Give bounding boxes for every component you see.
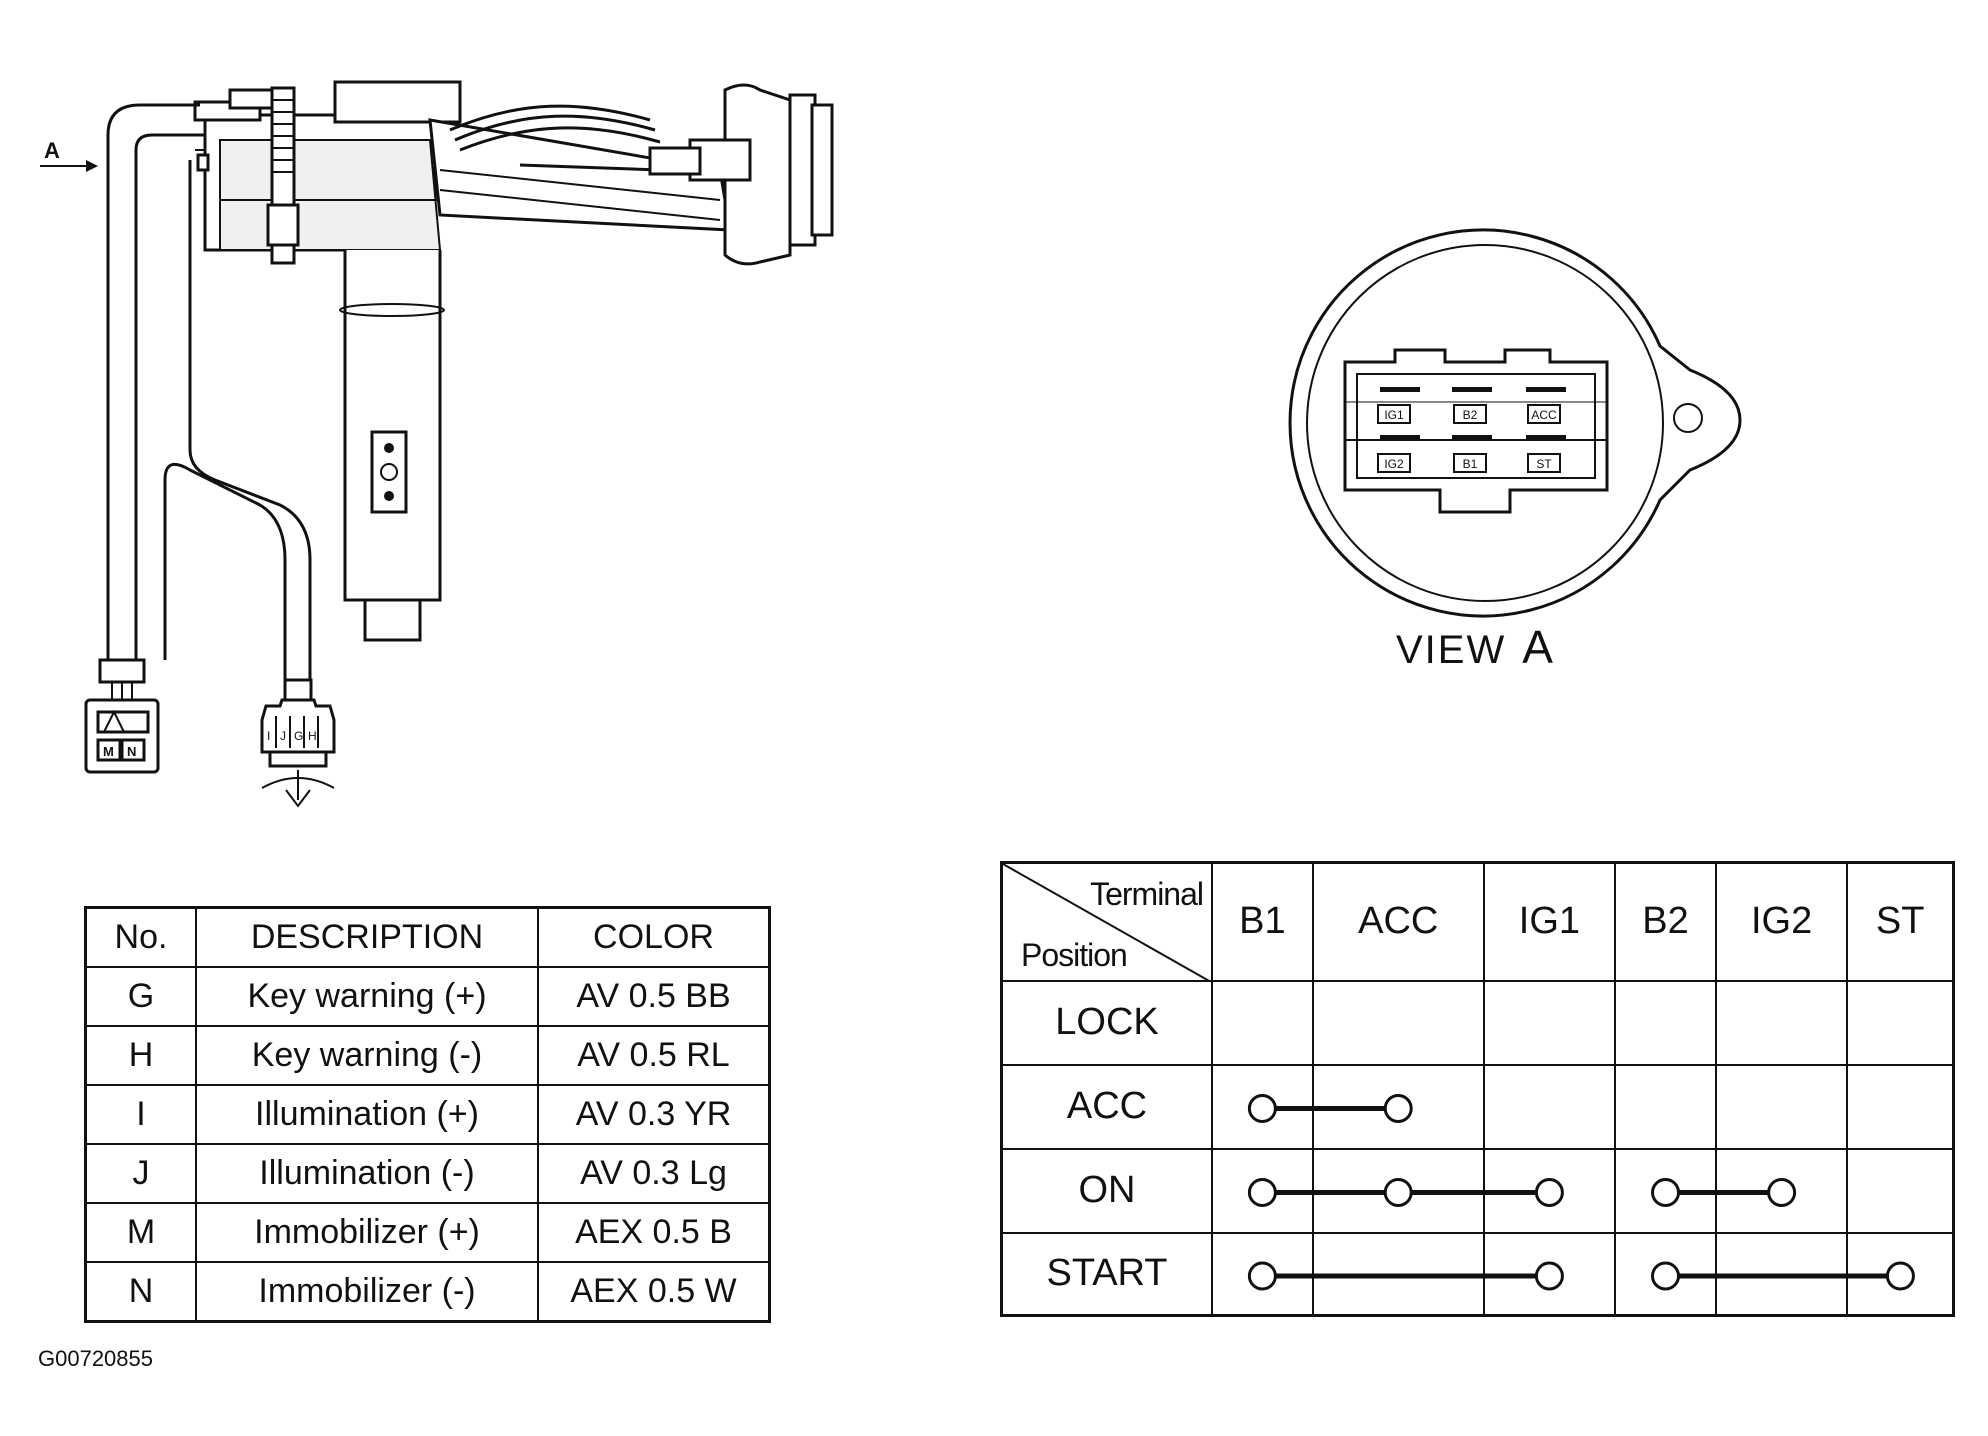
position-label: LOCK <box>1000 979 1213 1066</box>
cell-color: AEX 0.5 W <box>537 1261 771 1323</box>
arrow-label: A <box>44 138 60 163</box>
terminal-header: ACC <box>1311 861 1485 982</box>
continuity-point <box>1534 1178 1564 1207</box>
continuity-point <box>1247 1178 1277 1207</box>
table-row: M Immobilizer (+) AEX 0.5 B <box>84 1202 771 1263</box>
position-label: ON <box>1000 1147 1213 1234</box>
header-color: COLOR <box>537 906 771 968</box>
continuity-point <box>1651 1261 1681 1291</box>
connector2-pin-i: I <box>267 729 270 743</box>
switch-column <box>339 250 445 642</box>
cell-color: AEX 0.5 B <box>537 1202 771 1263</box>
cell-no: I <box>84 1084 197 1145</box>
cell-no: J <box>84 1143 197 1204</box>
connector-pin-m: M <box>103 744 114 759</box>
corner-diagonal <box>1003 864 1211 982</box>
terminal-header: B1 <box>1211 861 1314 982</box>
continuity-point <box>1383 1178 1413 1207</box>
cell-description: Key warning (+) <box>195 966 539 1027</box>
view-a-label: VIEW A <box>1396 620 1555 674</box>
cell-no: M <box>84 1202 197 1263</box>
terminal-label-b1: B1 <box>1463 457 1478 471</box>
cell-color: AV 0.3 YR <box>537 1084 771 1145</box>
view-label-letter: A <box>1522 621 1555 673</box>
terminal-label-ig2: IG2 <box>1384 457 1404 471</box>
terminal-header: B2 <box>1614 861 1717 982</box>
cell-description: Immobilizer (+) <box>195 1202 539 1263</box>
cell-color: AV 0.5 RL <box>537 1025 771 1086</box>
table-row: H Key warning (-) AV 0.5 RL <box>84 1025 771 1086</box>
position-row: ON <box>1000 1147 1955 1234</box>
corner-position-label: Position <box>1021 936 1128 973</box>
terminal-header: ST <box>1846 861 1955 982</box>
continuity-point <box>1767 1178 1797 1207</box>
wire-table-header: No. DESCRIPTION COLOR <box>84 906 771 968</box>
figure-id: G00720855 <box>38 1346 153 1371</box>
table-row: N Immobilizer (-) AEX 0.5 W <box>84 1261 771 1323</box>
cell-description: Key warning (-) <box>195 1025 539 1086</box>
switch-table-header: Terminal Position B1 ACC IG1 B2 IG2 ST <box>1000 861 1955 982</box>
cell-no: H <box>84 1025 197 1086</box>
connector2-pin-h: H <box>308 729 317 743</box>
connector2-pin-j: J <box>280 729 286 743</box>
position-label: START <box>1000 1231 1213 1317</box>
header-description: DESCRIPTION <box>195 906 539 968</box>
terminal-header: IG1 <box>1482 861 1617 982</box>
view-a-connector: IG1 B2 ACC IG2 B1 ST <box>1343 348 1609 514</box>
terminal-label-ig1: IG1 <box>1384 408 1404 422</box>
corner-terminal-label: Terminal <box>1090 876 1204 912</box>
table-row: J Illumination (-) AV 0.3 Lg <box>84 1143 771 1204</box>
continuity-point <box>1247 1094 1277 1123</box>
switch-continuity-table: Terminal Position B1 ACC IG1 B2 IG2 ST L… <box>1000 861 1955 1317</box>
view-label-text: VIEW <box>1396 628 1507 672</box>
terminal-label-st: ST <box>1536 457 1552 471</box>
connector2-pin-g: G <box>294 729 303 743</box>
harness-immobilizer: M N <box>84 103 205 774</box>
terminal-header: IG2 <box>1714 861 1849 982</box>
continuity-point <box>1247 1261 1277 1291</box>
wire-color-table: No. DESCRIPTION COLOR G Key warning (+) … <box>84 906 771 1323</box>
switch-body <box>193 80 834 266</box>
continuity-point <box>1534 1261 1564 1291</box>
terminal-label-b2: B2 <box>1463 408 1478 422</box>
view-arrow: A <box>40 138 98 172</box>
terminal-label-acc: ACC <box>1531 408 1557 422</box>
cell-description: Illumination (+) <box>195 1084 539 1145</box>
cell-no: G <box>84 966 197 1027</box>
cell-no: N <box>84 1261 197 1323</box>
position-row: ACC <box>1000 1063 1955 1150</box>
cell-color: AV 0.3 Lg <box>537 1143 771 1204</box>
harness-illumination: I J G H <box>163 149 336 808</box>
cell-color: AV 0.5 BB <box>537 966 771 1027</box>
continuity-point <box>1885 1261 1915 1291</box>
cell-description: Illumination (-) <box>195 1143 539 1204</box>
continuity-point <box>1383 1094 1413 1123</box>
header-no: No. <box>84 906 197 968</box>
corner-cell: Terminal Position <box>1000 861 1213 982</box>
continuity-point <box>1651 1178 1681 1207</box>
connector-pin-n: N <box>127 744 136 759</box>
position-label: ACC <box>1000 1063 1213 1150</box>
table-row: I Illumination (+) AV 0.3 YR <box>84 1084 771 1145</box>
cell-description: Immobilizer (-) <box>195 1261 539 1323</box>
table-row: G Key warning (+) AV 0.5 BB <box>84 966 771 1027</box>
position-row: LOCK <box>1000 979 1955 1066</box>
